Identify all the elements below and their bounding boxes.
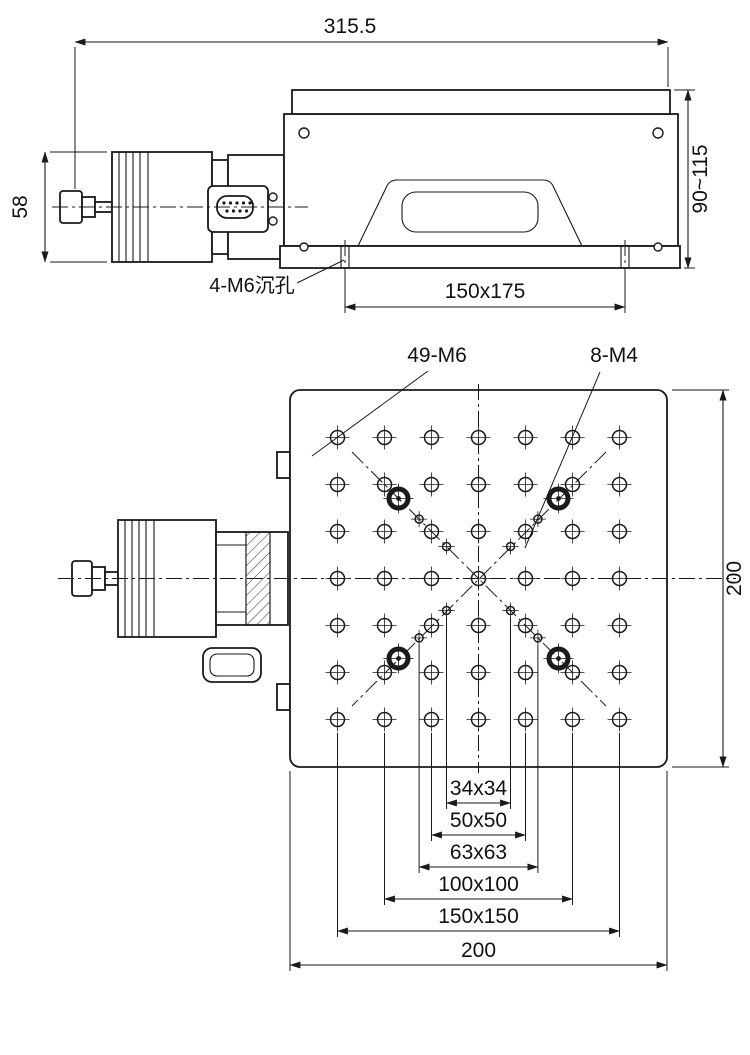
handle-outline xyxy=(357,179,583,247)
m6-hole xyxy=(329,617,346,634)
m6-hole xyxy=(423,523,440,540)
m6-hole xyxy=(329,711,346,728)
m6-hole xyxy=(423,617,440,634)
base-screw xyxy=(653,242,663,252)
m6-hole xyxy=(329,476,346,493)
m6-hole xyxy=(376,664,393,681)
dim-chain-150: 150x150 xyxy=(336,733,621,937)
base-screw xyxy=(299,242,309,252)
m6-hole xyxy=(517,664,534,681)
m6-hole xyxy=(329,429,346,446)
callout-small-holes-label: 8-M4 xyxy=(590,344,638,367)
m6-hole xyxy=(423,429,440,446)
m6-hole xyxy=(423,664,440,681)
m6-hole xyxy=(329,664,346,681)
plan-view: 49-M6 8-M4 200 34x34 50x50 xyxy=(58,344,746,971)
dim-motor-size: 58 xyxy=(9,151,107,263)
m6-hole xyxy=(564,711,581,728)
dim-plate-height: 200 xyxy=(672,389,746,768)
m4-hole xyxy=(414,514,424,524)
m6-hole xyxy=(517,429,534,446)
counterbore-center xyxy=(396,656,401,661)
body-screw xyxy=(298,127,310,139)
dim-chain-63: 63x63 xyxy=(418,645,539,873)
counterbore-center xyxy=(556,496,561,501)
m6-hole xyxy=(564,476,581,493)
plan-motor-assembly xyxy=(71,519,289,683)
dim-chain-200: 200 xyxy=(289,771,668,971)
callout-base-holes: 4-M6沉孔 xyxy=(209,259,345,297)
m6-hole xyxy=(376,617,393,634)
m4-hole xyxy=(533,514,543,524)
bracket-screw xyxy=(268,192,278,202)
m6-hole xyxy=(611,523,628,540)
m4-hole xyxy=(441,541,452,552)
diagonal-centerline xyxy=(351,451,607,707)
handle-grip xyxy=(401,191,539,233)
counterbore-center xyxy=(556,656,561,661)
stage-top-plate xyxy=(291,89,671,115)
m6-hole xyxy=(611,429,628,446)
m6-hole xyxy=(517,711,534,728)
dim-chain-63-label: 63x63 xyxy=(450,841,507,864)
m6-hole xyxy=(611,476,628,493)
m4-hole xyxy=(533,633,543,643)
counterbore-hole xyxy=(386,646,411,671)
m6-hole xyxy=(611,664,628,681)
m6-hole xyxy=(517,476,534,493)
dim-chain-50: 50x50 xyxy=(430,733,527,841)
dim-plate-height-label: 200 xyxy=(723,561,746,596)
side-view: 315.5 58 90~115 150x175 4-M6沉孔 xyxy=(9,15,712,313)
m6-hole xyxy=(376,711,393,728)
m6-hole xyxy=(564,429,581,446)
counterbore-center xyxy=(396,496,401,501)
counterbore-hole xyxy=(546,646,571,671)
dsub-connector-icon xyxy=(202,647,262,683)
m6-hole xyxy=(376,523,393,540)
side-stage-body xyxy=(279,89,681,274)
callout-grid-holes-label: 49-M6 xyxy=(407,344,467,367)
m4-hole xyxy=(441,605,452,616)
m6-hole xyxy=(329,523,346,540)
stage-base xyxy=(279,245,681,269)
m6-hole xyxy=(376,429,393,446)
dim-overall-width-label: 315.5 xyxy=(324,15,377,38)
m6-hole xyxy=(423,476,440,493)
m4-hole xyxy=(414,633,424,643)
side-tab xyxy=(276,451,291,479)
m4-hole xyxy=(505,541,516,552)
dim-chain-200-label: 200 xyxy=(461,939,496,962)
dim-height-range-label: 90~115 xyxy=(689,144,712,213)
dim-chain-50-label: 50x50 xyxy=(450,809,507,832)
dim-chain-34-label: 34x34 xyxy=(450,777,508,800)
m6-hole xyxy=(376,476,393,493)
dim-motor-size-label: 58 xyxy=(9,195,32,218)
callout-base-holes-label: 4-M6沉孔 xyxy=(209,274,295,297)
dim-chain-100-label: 100x100 xyxy=(438,873,519,896)
m6-hole xyxy=(611,711,628,728)
dim-chain-100: 100x100 xyxy=(383,733,574,905)
m6-hole xyxy=(611,617,628,634)
m6-hole xyxy=(564,617,581,634)
dim-overall-width: 315.5 xyxy=(74,15,669,189)
dim-chain-34: 34x34 xyxy=(445,617,512,809)
m6-hole xyxy=(564,523,581,540)
counterbore-hole xyxy=(546,486,571,511)
counterbore-hole xyxy=(386,486,411,511)
dim-chain-150-label: 150x150 xyxy=(438,905,519,928)
body-screw xyxy=(652,127,664,139)
m6-hole xyxy=(564,664,581,681)
dim-base-hole-pitch-label: 150x175 xyxy=(445,280,526,303)
side-tab xyxy=(276,683,291,711)
m6-hole xyxy=(517,617,534,634)
m4-hole xyxy=(505,605,516,616)
dim-height-range: 90~115 xyxy=(674,89,712,269)
callout-grid-holes: 49-M6 xyxy=(311,344,467,457)
m6-hole xyxy=(423,711,440,728)
bracket-screw xyxy=(268,216,278,226)
dim-base-hole-pitch: 150x175 xyxy=(344,271,626,313)
callout-small-holes: 8-M4 xyxy=(524,344,638,549)
